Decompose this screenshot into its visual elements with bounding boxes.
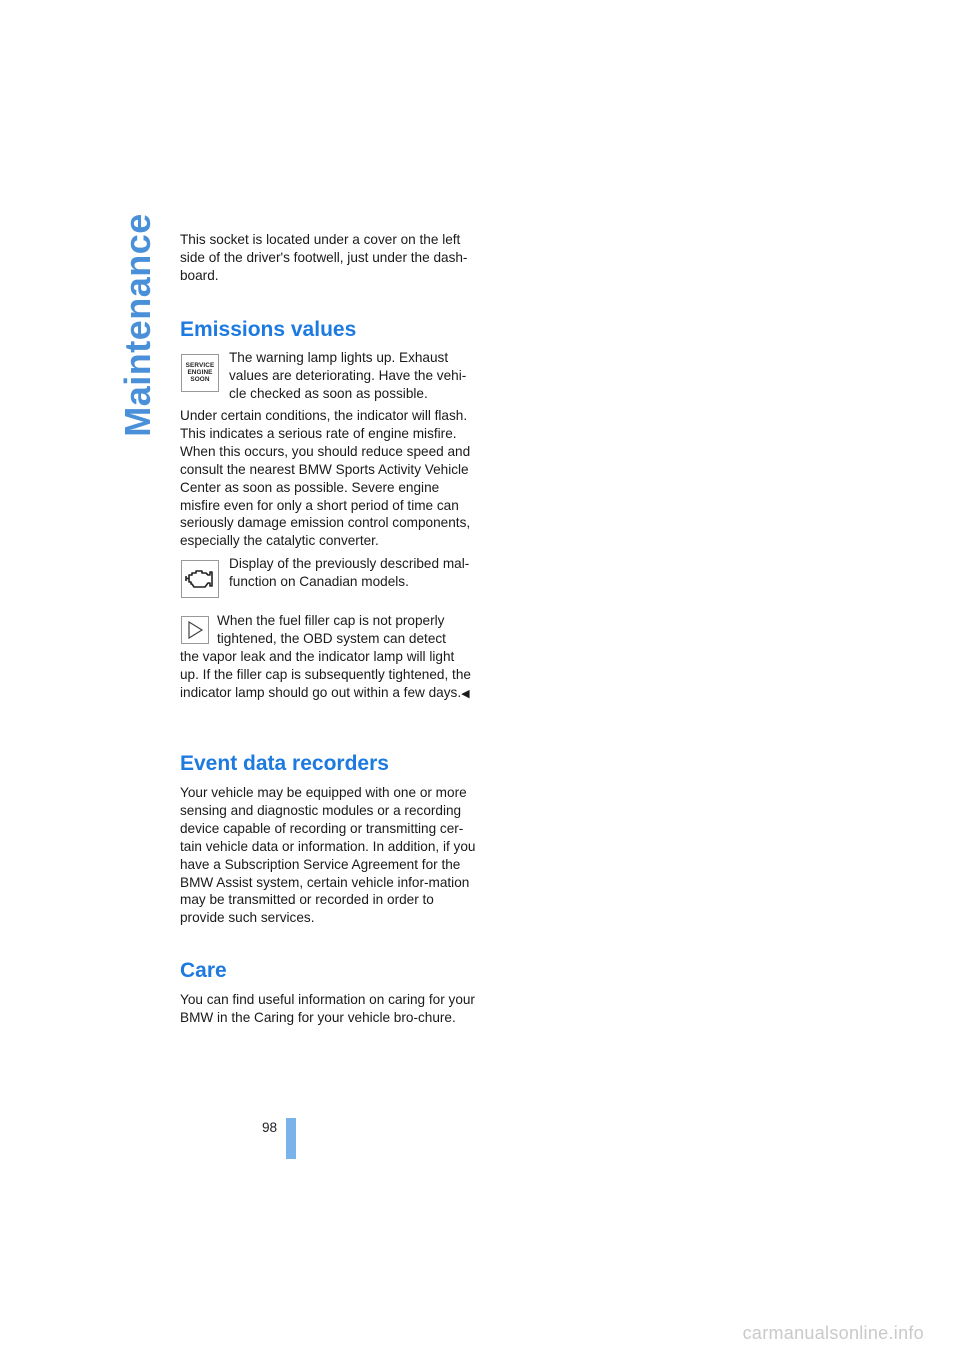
note-rest-text: the vapor leak and the indicator lamp wi…	[180, 649, 471, 700]
emissions-heading: Emissions values	[180, 318, 357, 341]
care-heading: Care	[180, 959, 227, 982]
event-recorders-heading: Event data recorders	[180, 752, 389, 775]
event-recorders-paragraph: Your vehicle may be equipped with one or…	[180, 785, 476, 926]
misfire-paragraph: Under certain conditions, the indicator …	[180, 408, 471, 549]
care-paragraph: You can find useful information on carin…	[180, 992, 475, 1025]
page-number: 98	[262, 1120, 278, 1135]
icon-label-line: ENGINE	[187, 369, 213, 377]
note-end-mark: ◀	[461, 687, 470, 700]
service-engine-soon-icon: SERVICE ENGINE SOON	[181, 354, 219, 392]
page-marker-bar	[286, 1118, 296, 1159]
intro-paragraph: This socket is located under a cover on …	[180, 232, 468, 283]
watermark: carmanualsonline.info	[742, 1323, 924, 1343]
engine-icon	[185, 570, 213, 588]
note-triangle-icon	[181, 616, 209, 644]
canadian-models-text: Display of the previously described mal-…	[229, 556, 470, 589]
warning-lamp-text: The warning lamp lights up. Exhaust valu…	[229, 350, 467, 401]
section-side-title: Maintenance	[112, 213, 164, 437]
icon-label-line: SOON	[190, 376, 210, 384]
icon-label-line: SERVICE	[185, 362, 215, 369]
check-engine-icon	[181, 560, 219, 598]
note-first-lines: When the fuel filler cap is not properly…	[217, 613, 446, 646]
section-title-text: Maintenance	[117, 213, 158, 437]
note-paragraph: the vapor leak and the indicator lamp wi…	[180, 648, 476, 704]
